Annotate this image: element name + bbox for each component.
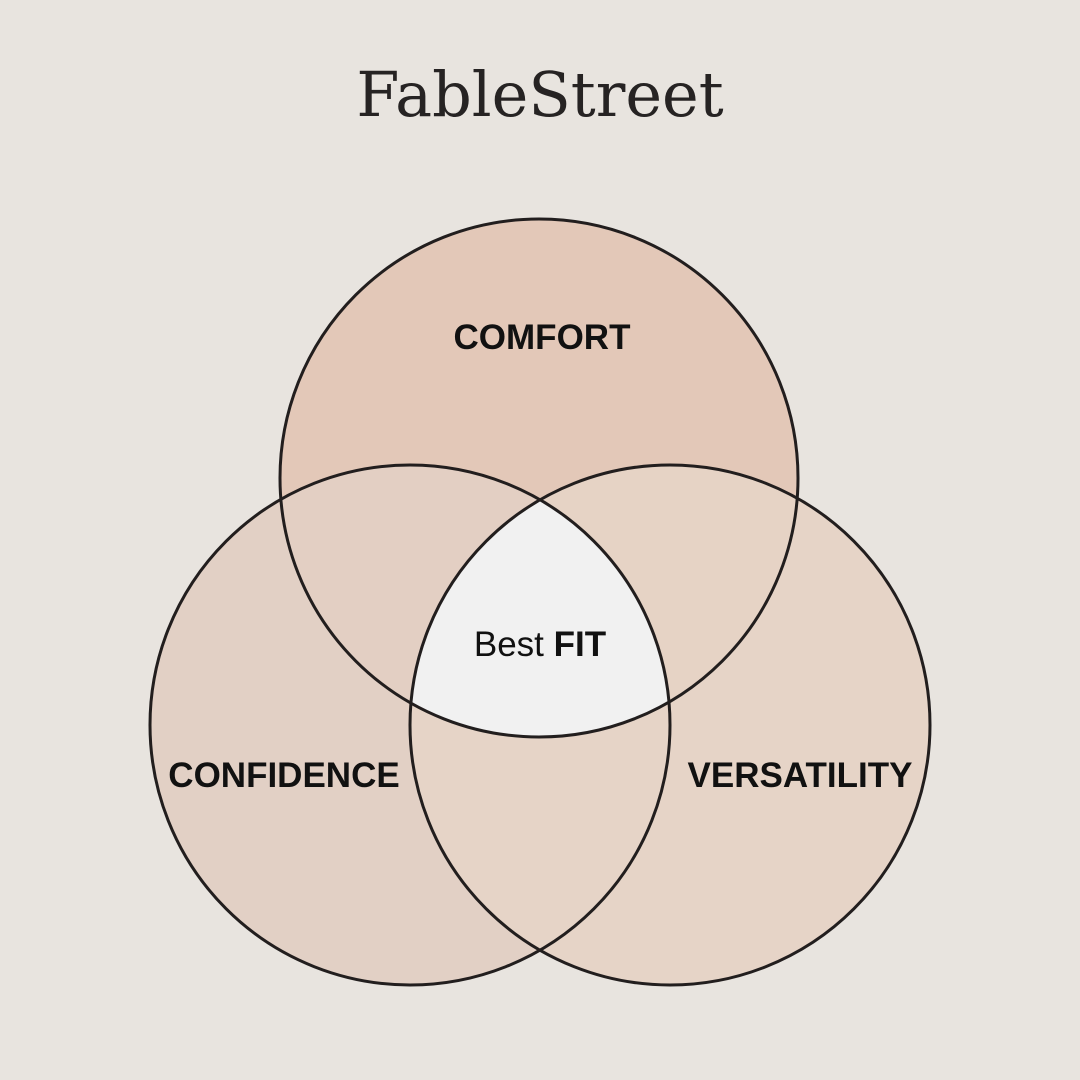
brand-logo: FableStreet bbox=[356, 58, 724, 131]
best-fit-bold: FIT bbox=[554, 625, 606, 664]
best-fit-regular: Best bbox=[474, 625, 544, 664]
comfort-outline bbox=[278, 217, 800, 739]
versatility-outline bbox=[408, 463, 932, 987]
confidence-label: CONFIDENCE bbox=[168, 756, 399, 795]
best-fit-label: Best FIT bbox=[474, 625, 606, 664]
confidence-outline bbox=[148, 463, 672, 987]
versatility-label: VERSATILITY bbox=[688, 756, 913, 795]
best-fit-region bbox=[410, 465, 670, 737]
comfort-label: COMFORT bbox=[454, 318, 631, 357]
